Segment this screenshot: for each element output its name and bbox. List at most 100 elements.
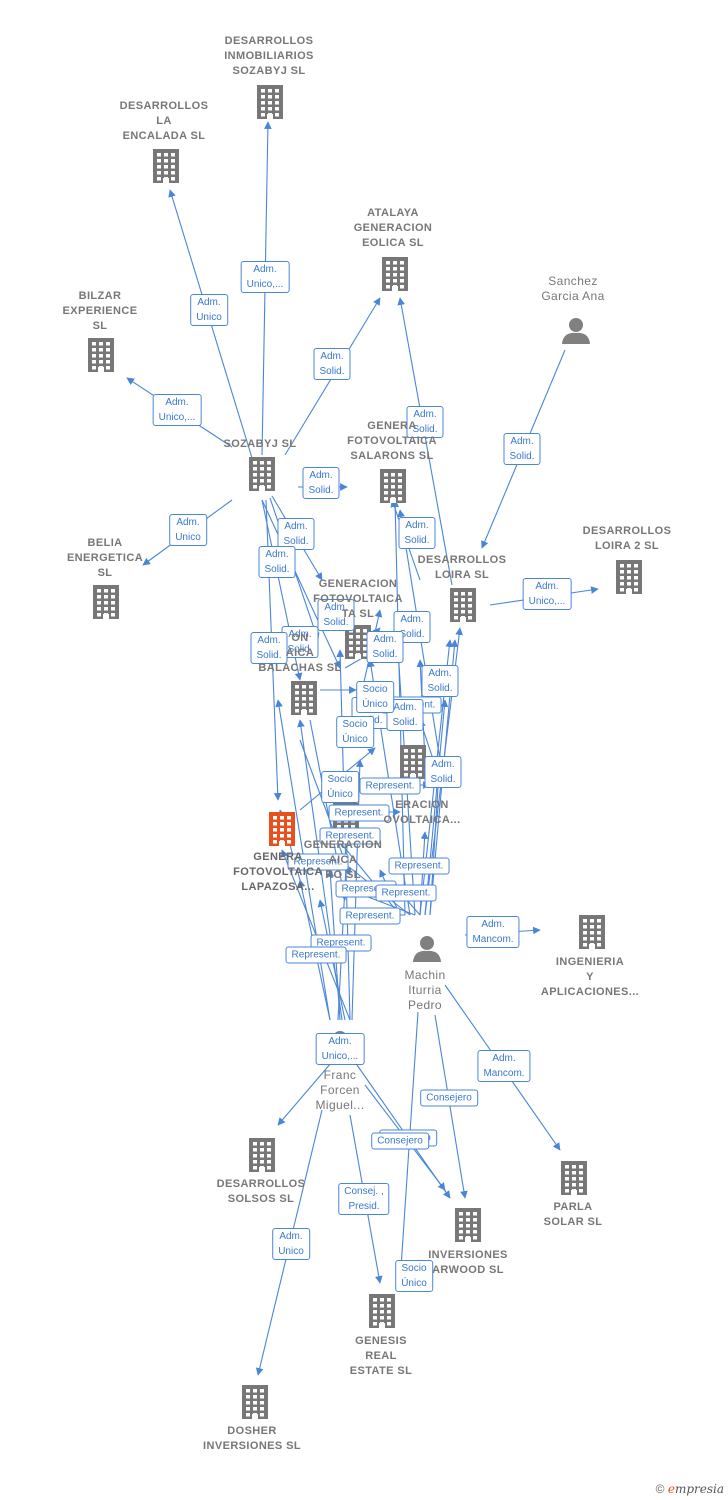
edge-label-text: Solid. bbox=[283, 536, 309, 547]
edge-line-aux bbox=[299, 739, 352, 876]
edge-label[interactable]: Consej. ,Presid. bbox=[338, 1183, 390, 1215]
edge-label[interactable]: Adm.Solid. bbox=[258, 546, 296, 578]
node-label-text: ENERGETICA bbox=[66, 552, 144, 564]
edge-label-text: Represent. bbox=[325, 830, 375, 842]
edge-label-text: Represent. bbox=[293, 856, 343, 868]
edge-label[interactable]: Represent. bbox=[375, 884, 437, 902]
edge-label-text: Único bbox=[342, 734, 368, 745]
edge-label[interactable]: Adm.Unico bbox=[169, 514, 207, 546]
node-label-text: SALARONS SL bbox=[350, 450, 434, 462]
node-label-sozabyj[interactable]: SOZABYJ SL bbox=[223, 437, 296, 452]
edge-label-text: Adm. bbox=[393, 702, 417, 713]
edge-label[interactable]: Adm. Unico,... bbox=[315, 1033, 365, 1065]
edge-label[interactable]: Adm.Unico,... bbox=[522, 578, 572, 610]
edge-label[interactable]: Represent. bbox=[287, 853, 349, 871]
building-icon bbox=[257, 85, 283, 119]
edge-label-text: Unico bbox=[196, 312, 222, 323]
edge-label-text: Único bbox=[327, 789, 353, 800]
edge-label[interactable]: Adm.Solid. bbox=[503, 433, 541, 465]
edge-label-text: Consejero bbox=[377, 1135, 423, 1147]
edge-label[interactable]: Adm.Unico,... bbox=[152, 394, 202, 426]
edge-label[interactable]: Represent. bbox=[285, 946, 347, 964]
edge-label-text: Solid. bbox=[509, 451, 535, 462]
edge-label[interactable]: Consejero bbox=[371, 1132, 429, 1150]
node-label-text: SL bbox=[97, 567, 113, 579]
edge-label[interactable]: Adm.Solid. bbox=[302, 467, 340, 499]
node-label-text: ESTATE SL bbox=[349, 1365, 413, 1377]
edge-label-text: Consejero bbox=[426, 1092, 472, 1104]
edge-label[interactable]: Adm.Solid. bbox=[317, 599, 355, 631]
edge-label[interactable]: Adm.Unico,... bbox=[240, 261, 290, 293]
edge-label[interactable]: Adm.Solid. bbox=[406, 406, 444, 438]
edge-label[interactable]: Adm.Solid. bbox=[366, 631, 404, 663]
edge-label-text: Represent. bbox=[334, 807, 384, 819]
edge-label[interactable]: Adm.Solid. bbox=[250, 632, 288, 664]
edge-label-text: Solid. bbox=[308, 485, 334, 496]
edge-label[interactable]: Represent. bbox=[319, 827, 381, 845]
copyright-mark: © bbox=[655, 1482, 665, 1496]
edge-label[interactable]: Adm.Unico bbox=[272, 1228, 310, 1260]
edge-label[interactable]: Adm.Mancom. bbox=[466, 916, 520, 948]
edge-label[interactable]: Adm.Solid. bbox=[424, 756, 462, 788]
edge-label[interactable]: Represent. bbox=[359, 777, 421, 795]
building-icon bbox=[616, 560, 642, 594]
building-icon bbox=[561, 1161, 587, 1195]
edge-label-text: Unico,... bbox=[246, 279, 284, 290]
node-label-text: ARWOOD SL bbox=[432, 1264, 504, 1276]
edge-label-text: Represent. bbox=[381, 887, 431, 899]
edge-label[interactable]: Represent. bbox=[328, 804, 390, 822]
node-label-text: SL bbox=[92, 320, 108, 332]
edge-label-text: Adm. bbox=[328, 1036, 352, 1047]
node-label-text: SOZABYJ SL bbox=[232, 65, 306, 77]
edge-label[interactable]: Adm.Solid. bbox=[421, 665, 459, 697]
node-label-text: Iturria bbox=[408, 983, 442, 997]
edge-label[interactable]: Adm. Solid. bbox=[277, 518, 315, 550]
edge-label-text: Represent. bbox=[365, 780, 415, 792]
node-label-text: LOIRA SL bbox=[434, 569, 490, 581]
edge-label-text: Socio bbox=[362, 684, 388, 695]
edge-label[interactable]: Adm.Solid. bbox=[313, 348, 351, 380]
node-label-text: TA SL bbox=[341, 608, 375, 620]
node-label-text: DESARROLLOS bbox=[216, 1178, 306, 1190]
edge-label-text: Represent. bbox=[316, 937, 366, 949]
edge-label[interactable]: Represent. bbox=[339, 907, 401, 925]
building-icon bbox=[382, 257, 408, 291]
edge-label-text: Solid. bbox=[372, 649, 398, 660]
edge-label-text: Adm. bbox=[431, 759, 455, 770]
edge-label-text: Solid. bbox=[412, 424, 438, 435]
edge-label[interactable]: Adm.Mancom. bbox=[477, 1050, 531, 1082]
edge-label[interactable]: Represent. bbox=[388, 857, 450, 875]
edge-label[interactable]: Consejero bbox=[420, 1089, 478, 1107]
edge-label[interactable]: Adm.Solid. bbox=[398, 517, 436, 549]
edge-label[interactable]: Adm.Unico bbox=[190, 294, 228, 326]
edge-label-text: Adm. bbox=[324, 602, 348, 613]
edge-label-text: Unico,... bbox=[321, 1051, 359, 1062]
edge-label-text: Adm. bbox=[284, 521, 308, 532]
